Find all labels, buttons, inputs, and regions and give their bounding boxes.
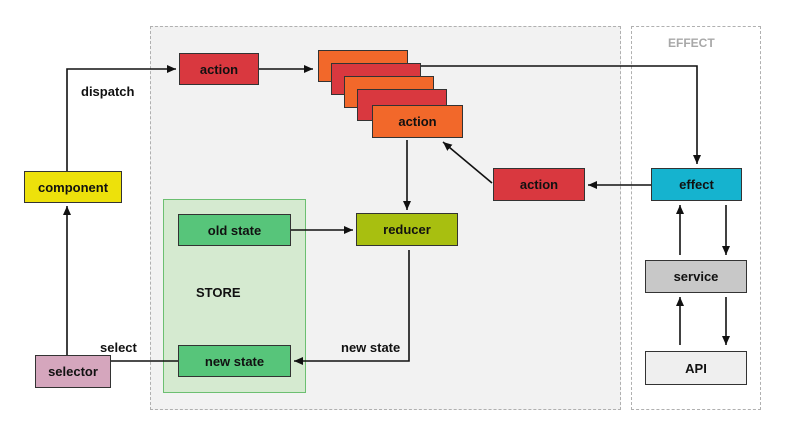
- reducer-node: reducer: [356, 213, 458, 246]
- action-stack-front: action: [372, 105, 463, 138]
- dispatch-label: dispatch: [81, 84, 135, 99]
- store-label: STORE: [196, 285, 241, 300]
- new-state-edge-label: new state: [341, 340, 401, 355]
- reducer-to-newstate-arrow: [294, 250, 410, 365]
- service-node: service: [645, 260, 747, 293]
- selector-node: selector: [35, 355, 111, 388]
- action-node-middle: action: [493, 168, 585, 201]
- dispatch-arrow: [66, 65, 176, 171]
- stack-to-effect-arrow: [418, 65, 701, 164]
- effect-node: effect: [651, 168, 742, 201]
- component-node: component: [24, 171, 122, 203]
- effect-region: [631, 26, 761, 410]
- api-node: API: [645, 351, 747, 385]
- action-to-stack-diagonal-arrow: [442, 141, 493, 184]
- new-state-node: new state: [178, 345, 291, 377]
- effect-region-title: EFFECT: [668, 36, 715, 50]
- select-label: select: [100, 340, 137, 355]
- action-node-top: action: [179, 53, 259, 85]
- old-state-node: old state: [178, 214, 291, 246]
